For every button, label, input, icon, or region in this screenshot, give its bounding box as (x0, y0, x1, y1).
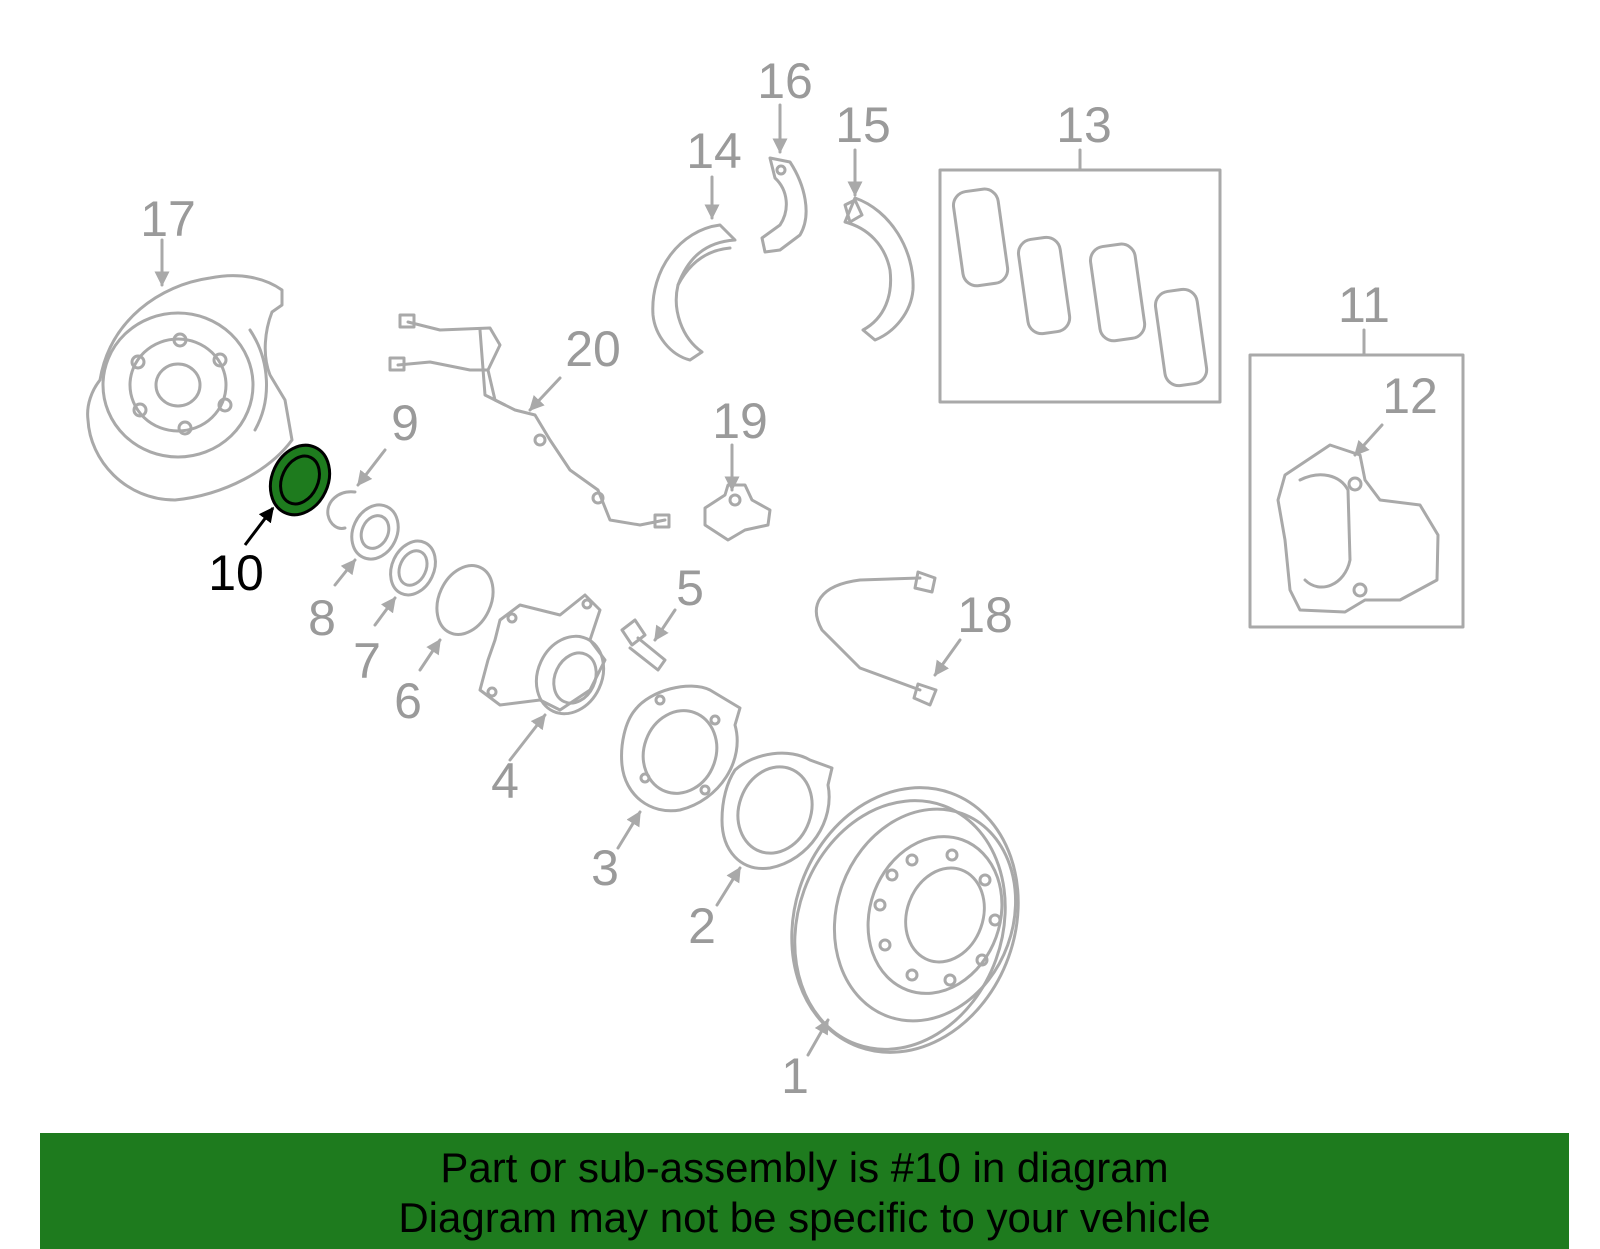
part-8-bearing[interactable] (343, 497, 407, 566)
part-20-abs-sensor-wire[interactable] (388, 313, 671, 529)
part-7-seal[interactable] (382, 534, 444, 603)
part-19-sensor-bracket[interactable] (703, 483, 772, 542)
callout-11: 11 (1338, 277, 1390, 333)
callout-10: 10 (208, 545, 264, 601)
callout-7: 7 (353, 633, 381, 689)
part-13-brake-pad-kit[interactable] (938, 168, 1222, 404)
part-12-caliper[interactable] (1276, 443, 1440, 614)
callout-6: 6 (394, 673, 422, 729)
part-16-parking-brake-lever[interactable] (760, 156, 808, 254)
callout-14: 14 (686, 123, 742, 179)
callout-17: 17 (140, 191, 196, 247)
callout-3: 3 (591, 840, 619, 896)
callout-5: 5 (676, 560, 704, 616)
part-3-plate[interactable] (620, 684, 742, 813)
callout-18: 18 (957, 587, 1013, 643)
part-18-brake-hose[interactable] (814, 570, 938, 707)
callout-4: 4 (491, 753, 519, 809)
callout-15: 15 (835, 97, 891, 153)
callout-16: 16 (757, 53, 813, 109)
part-15-brake-shoe[interactable] (843, 196, 915, 342)
part-4-hub[interactable] (478, 593, 616, 725)
part-6-o-ring[interactable] (426, 556, 504, 643)
info-banner: Part or sub-assembly is #10 in diagram D… (40, 1133, 1569, 1249)
part-11-caliper-assembly[interactable] (1248, 353, 1465, 629)
banner-line-1: Part or sub-assembly is #10 in diagram (440, 1144, 1169, 1191)
part-5-bolt[interactable] (620, 618, 667, 672)
banner-line-2: Diagram may not be specific to your vehi… (398, 1194, 1211, 1241)
callout-12: 12 (1382, 368, 1438, 424)
callout-2: 2 (688, 898, 716, 954)
callout-8: 8 (308, 590, 336, 646)
part-10-oil-seal[interactable] (259, 436, 340, 525)
callout-19: 19 (712, 393, 768, 449)
part-2-gasket[interactable] (720, 751, 834, 870)
part-17-backing-plate[interactable] (86, 274, 294, 502)
callout-1: 1 (781, 1048, 809, 1104)
part-14-brake-shoe[interactable] (651, 223, 737, 362)
callout-9: 9 (391, 395, 419, 451)
callout-20: 20 (565, 321, 621, 377)
exploded-parts-diagram: 17 10 9 8 7 6 4 5 (86, 53, 1465, 1104)
callout-13: 13 (1056, 97, 1112, 153)
part-1-brake-rotor[interactable] (755, 756, 1054, 1085)
part-9-snap-ring[interactable] (326, 490, 357, 530)
